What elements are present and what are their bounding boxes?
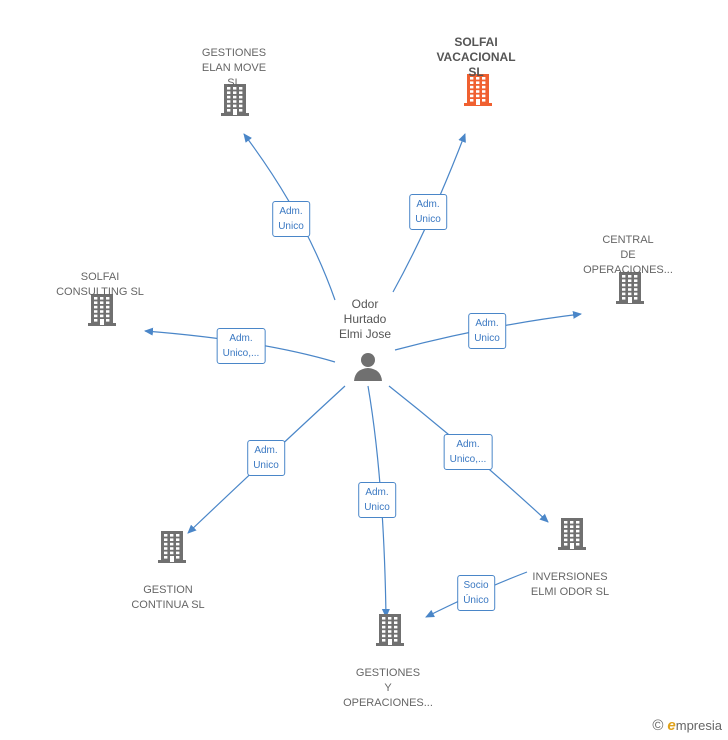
inversiones-elmi-building-icon[interactable] (556, 516, 588, 557)
gestion-continua-label[interactable]: GESTION CONTINUA SL (131, 584, 205, 611)
edge-label-inversiones-elmi[interactable]: Adm. Unico,... (443, 434, 493, 470)
edge-label-gestion-continua[interactable]: Adm. Unico (247, 440, 285, 476)
person-icon[interactable] (353, 352, 383, 387)
edge-label-gestiones-operaciones[interactable]: Adm. Unico (358, 482, 396, 518)
gestiones-operaciones-building-icon[interactable] (374, 612, 406, 653)
solfai-consulting-building-icon[interactable] (86, 292, 118, 333)
edge-label-gestiones-elan[interactable]: Adm. Unico (272, 201, 310, 237)
person-label[interactable]: Odor Hurtado Elmi Jose (338, 297, 392, 341)
edge-label-solfai-consulting[interactable]: Adm. Unico,... (216, 328, 266, 364)
solfai-vacacional-label[interactable]: SOLFAI VACACIONAL SL (436, 35, 516, 79)
solfai-consulting-label[interactable]: SOLFAI CONSULTING SL (56, 271, 144, 298)
brand-watermark: ©empresia (652, 717, 722, 734)
brand-initial: e (667, 717, 676, 734)
central-operaciones-building-icon[interactable] (614, 270, 646, 311)
inversiones-elmi-label[interactable]: INVERSIONES ELMI ODOR SL (530, 571, 610, 598)
copyright-icon: © (652, 717, 664, 734)
gestion-continua-building-icon[interactable] (156, 529, 188, 570)
edge-label-central-operaciones[interactable]: Adm. Unico (468, 313, 506, 349)
brand-name: mpresia (675, 718, 722, 733)
edge-label-solfai-vacacional[interactable]: Adm. Unico (409, 194, 447, 230)
gestiones-elan-label[interactable]: GESTIONES ELAN MOVE SL (201, 47, 267, 89)
solfai-vacacional-building-icon[interactable] (462, 72, 494, 113)
central-operaciones-label[interactable]: CENTRAL DE OPERACIONES... (583, 234, 673, 276)
gestiones-elan-building-icon[interactable] (219, 82, 251, 123)
edge-label-gestiones-operaciones[interactable]: Socio Único (457, 575, 495, 611)
gestiones-operaciones-label[interactable]: GESTIONES Y OPERACIONES... (343, 667, 433, 709)
